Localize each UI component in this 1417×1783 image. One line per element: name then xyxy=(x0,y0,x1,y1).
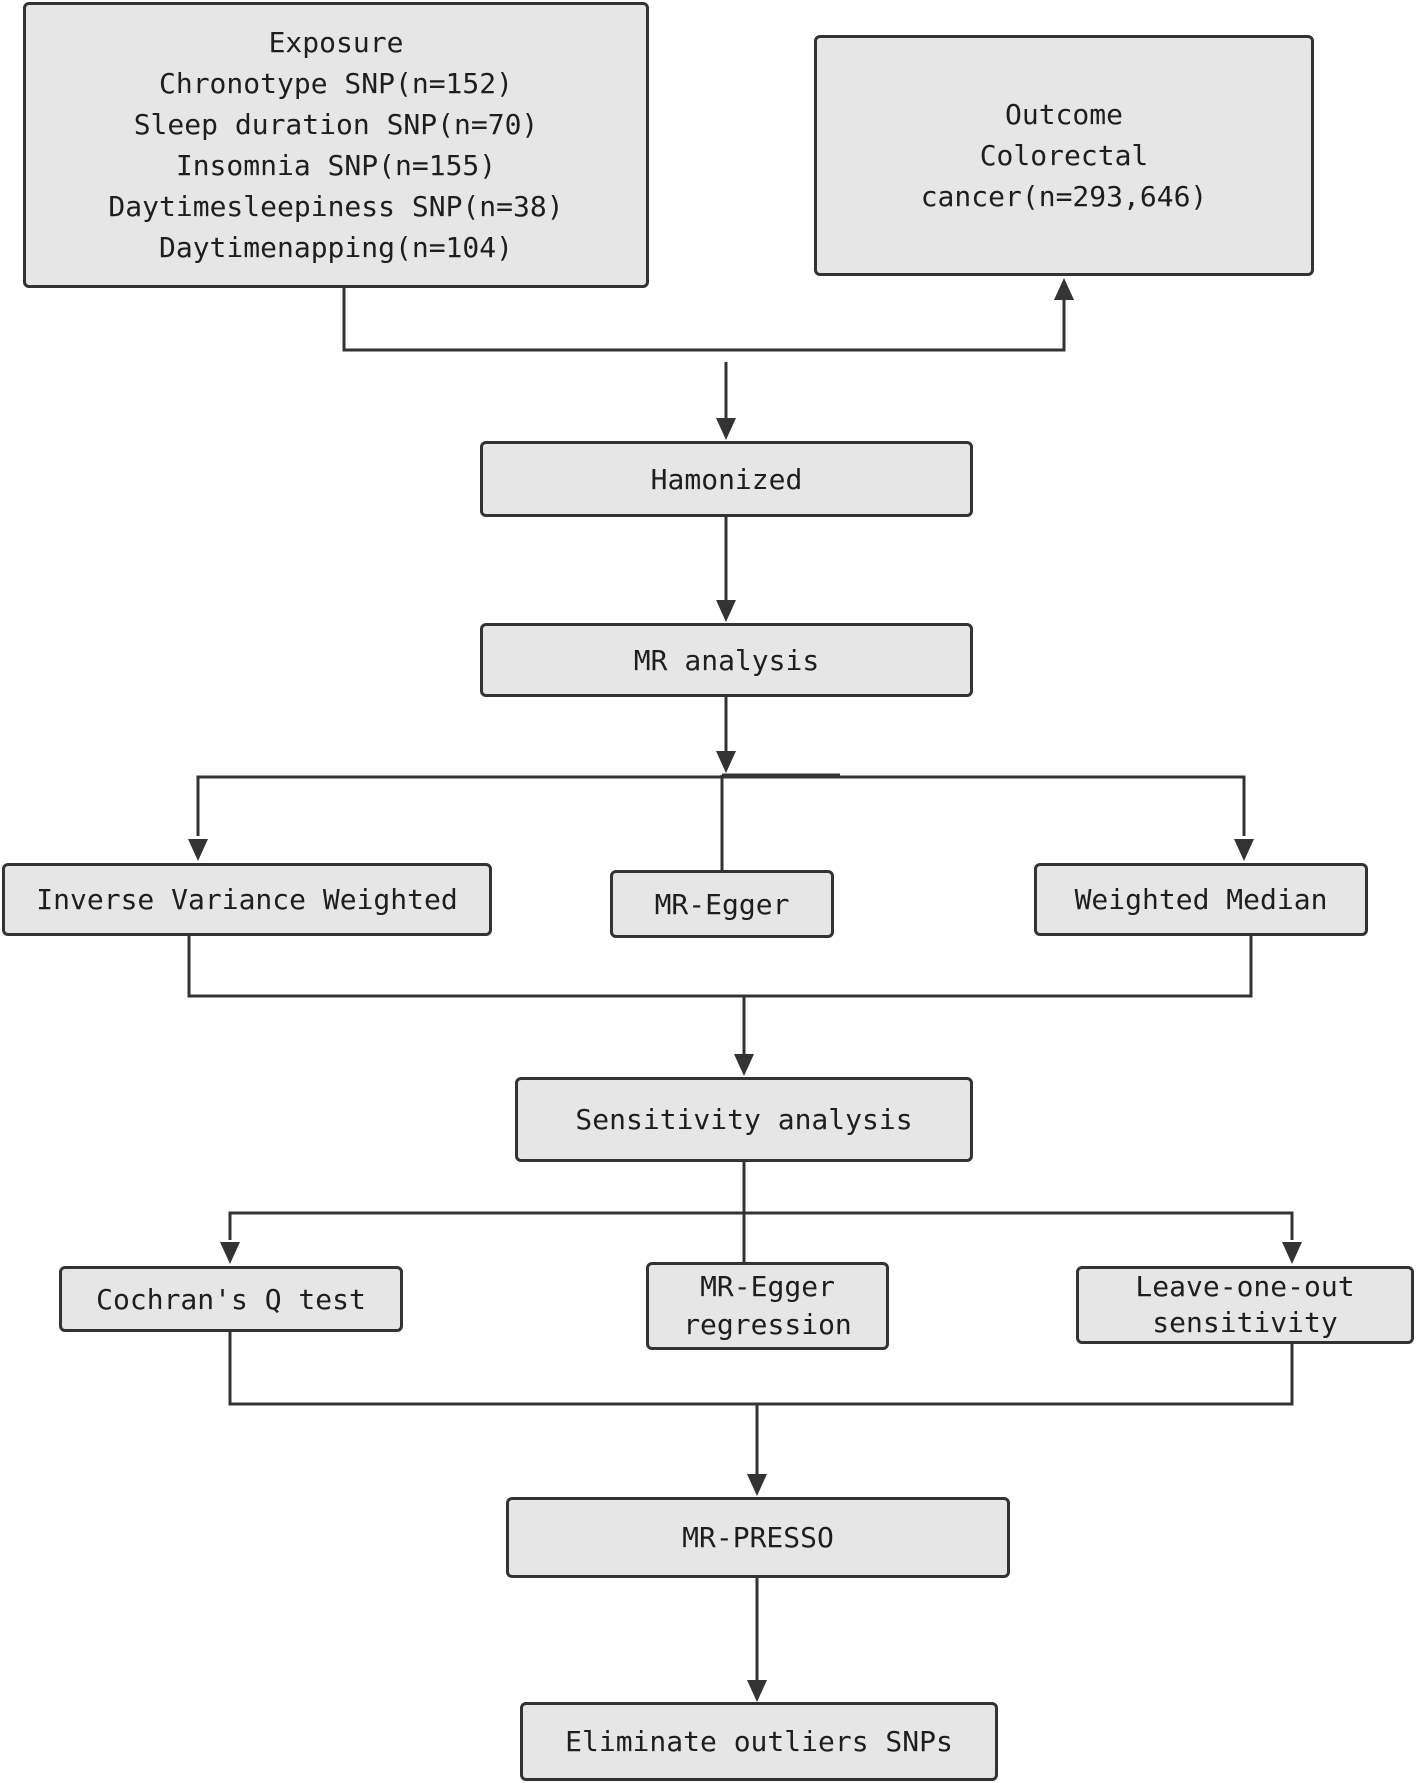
sensitivity-analysis-box: Sensitivity analysis xyxy=(515,1077,973,1162)
arrowhead-weighted-median xyxy=(1234,839,1254,861)
cochran-q-label: Cochran's Q test xyxy=(96,1282,366,1316)
exposure-line-chronotype: Chronotype SNP(n=152) xyxy=(158,67,513,100)
arrowhead-eliminate xyxy=(747,1680,767,1702)
mr-presso-label: MR-PRESSO xyxy=(682,1521,834,1554)
exposure-title: Exposure xyxy=(268,26,404,59)
exposure-box: Exposure Chronotype SNP(n=152) Sleep dur… xyxy=(23,2,649,288)
ivw-label: Inverse Variance Weighted xyxy=(36,883,458,916)
arrowhead-leave-one-out xyxy=(1282,1242,1302,1264)
weighted-median-box: Weighted Median xyxy=(1034,863,1368,936)
mr-analysis-label: MR analysis xyxy=(633,643,820,677)
exposure-line-daytime-sleepiness: Daytimesleepiness SNP(n=38) xyxy=(108,190,564,223)
harmonized-box: Hamonized xyxy=(480,441,973,517)
arrowhead-sensitivity xyxy=(734,1054,754,1076)
mr-egger-regression-line-2: regression xyxy=(683,1308,852,1341)
leave-one-out-box: Leave-one-out sensitivity xyxy=(1076,1266,1414,1344)
eliminate-outliers-box: Eliminate outliers SNPs xyxy=(520,1702,998,1781)
leave-one-out-line-2: sensitivity xyxy=(1152,1306,1338,1339)
mr-egger-box: MR-Egger xyxy=(610,870,834,938)
arrowhead-mr-presso xyxy=(747,1474,767,1496)
leave-one-out-line-1: Leave-one-out xyxy=(1135,1270,1355,1303)
arrowhead-harmonized xyxy=(716,418,736,440)
eliminate-outliers-label: Eliminate outliers SNPs xyxy=(565,1725,953,1758)
arrowhead-mr-analysis xyxy=(716,600,736,622)
outcome-line-2: cancer(n=293,646) xyxy=(920,180,1208,213)
harmonized-label: Hamonized xyxy=(650,462,803,496)
connector-methods-merge xyxy=(187,936,1253,998)
outcome-box: Outcome Colorectal cancer(n=293,646) xyxy=(814,35,1314,276)
arrowhead-cochran xyxy=(220,1242,240,1264)
exposure-line-daytime-napping: Daytimenapping(n=104) xyxy=(158,231,513,264)
mr-presso-box: MR-PRESSO xyxy=(506,1497,1010,1578)
connector-exposure-outcome xyxy=(342,288,1066,352)
connector-tests-branch xyxy=(228,1211,1294,1240)
arrowhead-ivw xyxy=(188,839,208,861)
mr-egger-regression-box: MR-Egger regression xyxy=(646,1262,889,1350)
outcome-line-1: Colorectal xyxy=(979,139,1149,172)
mr-egger-regression-line-1: MR-Egger xyxy=(700,1270,835,1303)
cochran-q-box: Cochran's Q test xyxy=(59,1266,403,1332)
weighted-median-label: Weighted Median xyxy=(1074,883,1328,916)
mr-egger-label: MR-Egger xyxy=(654,887,790,921)
exposure-line-insomnia: Insomnia SNP(n=155) xyxy=(175,149,497,182)
exposure-line-sleep-duration: Sleep duration SNP(n=70) xyxy=(133,108,539,141)
connector-tests-merge xyxy=(228,1328,1294,1406)
mr-analysis-box: MR analysis xyxy=(480,623,973,697)
ivw-box: Inverse Variance Weighted xyxy=(2,863,492,936)
sensitivity-analysis-label: Sensitivity analysis xyxy=(575,1103,913,1136)
arrowhead-mr-analysis-stem xyxy=(716,751,736,773)
outcome-title: Outcome xyxy=(1004,98,1123,131)
arrowhead-outcome xyxy=(1054,278,1074,300)
